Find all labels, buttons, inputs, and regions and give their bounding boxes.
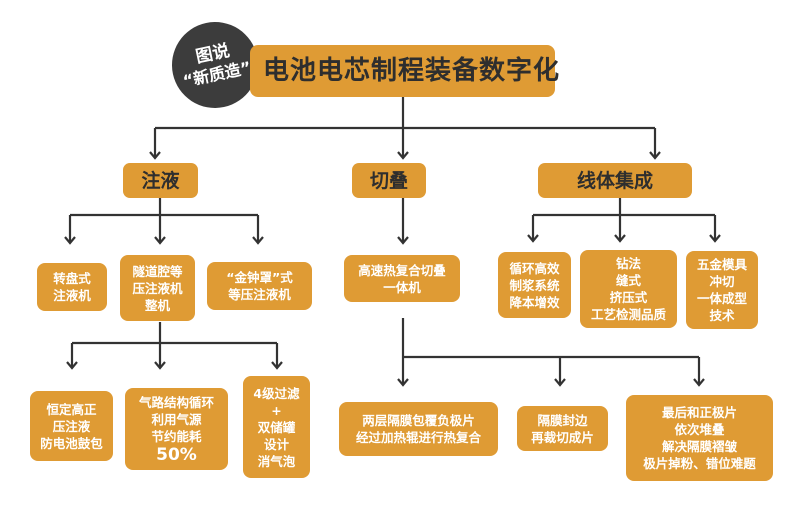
node-text-line: 隔膜封边 — [537, 412, 588, 428]
node-text-line: 技术 — [709, 308, 735, 323]
node-text-line: 五金模具 — [696, 257, 747, 272]
node-text-line: 节约能耗 — [151, 428, 202, 444]
arrowhead-icon — [649, 151, 661, 160]
arrowhead-icon — [554, 378, 566, 387]
node-text-line: 整机 — [144, 297, 170, 313]
arrowhead-icon — [149, 151, 161, 160]
category-label: 注液 — [141, 169, 180, 192]
arrowhead-icon — [693, 378, 705, 387]
node-cut-stack-machine: 高速热复合切叠一体机 — [344, 255, 460, 302]
node-text-line: 两层隔膜包覆负极片 — [362, 413, 475, 428]
node-text-line: 一体机 — [383, 279, 421, 295]
node-text-line: “金钟罩”式 — [226, 270, 293, 285]
detail-filtration: 4级过滤+双储罐设计消气泡 — [243, 376, 310, 478]
node-text-line: 缝式 — [615, 273, 641, 288]
node-text-line: 钻法 — [615, 256, 641, 271]
node-text-line: 设计 — [263, 436, 289, 452]
node-text-line: 隧道腔等 — [132, 263, 183, 279]
arrowhead-icon — [709, 234, 721, 243]
main-title-text: 电池电芯制程装备数字化 — [263, 55, 561, 86]
node-text-line: 解决隔膜褶皱 — [661, 439, 737, 454]
category-label: 线体集成 — [576, 169, 653, 192]
detail-thermal-composite: 两层隔膜包覆负极片经过加热辊进行热复合 — [339, 402, 498, 456]
node-text-line: 注液机 — [53, 288, 91, 303]
main-title: 电池电芯制程装备数字化 — [250, 45, 559, 97]
node-text-line: 高速热复合切叠 — [358, 262, 446, 278]
detail-stacking: 最后和正极片依次堆叠解决隔膜褶皱极片掉粉、错位难题 — [626, 395, 773, 481]
node-text-line: 挤压式 — [609, 290, 648, 305]
node-text-line: 压注液机 — [132, 280, 183, 296]
node-text-line: 转盘式 — [53, 271, 91, 286]
node-text-line: 压注液 — [52, 418, 91, 434]
node-text-line: 降本增效 — [509, 294, 560, 310]
node-text-line: 工艺检测品质 — [590, 307, 666, 322]
arrowhead-icon — [271, 361, 283, 370]
node-text-line: 恒定高正 — [46, 401, 97, 417]
node-text-line: 循环高效 — [509, 260, 560, 276]
arrowhead-icon — [397, 236, 409, 245]
node-text-line: 依次堆叠 — [674, 422, 725, 437]
node-slurry-system: 循环高效制浆系统降本增效 — [498, 252, 571, 318]
node-text-line: 冲切 — [709, 274, 735, 289]
node-turntable-injector: 转盘式注液机 — [37, 263, 107, 311]
node-bell-injector: “金钟罩”式等压注液机 — [207, 262, 312, 310]
node-tunnel-injector: 隧道腔等压注液机整机 — [120, 255, 195, 321]
detail-edge-seal: 隔膜封边再裁切成片 — [517, 406, 608, 451]
highlight-value: 50% — [156, 444, 197, 465]
category-injection: 注液 — [123, 163, 198, 198]
node-text-line: 双储罐 — [257, 419, 296, 435]
node-text-line: 再裁切成片 — [531, 429, 594, 445]
node-text-line: 极片掉粉、错位难题 — [643, 456, 756, 471]
node-text-line: 气路结构循环 — [138, 394, 214, 410]
arrowhead-icon — [252, 236, 264, 245]
node-text-line: 制浆系统 — [509, 277, 560, 293]
category-label: 切叠 — [369, 169, 408, 192]
arrowhead-icon — [64, 236, 76, 245]
arrowhead-icon — [397, 151, 409, 160]
node-text-line: 消气泡 — [257, 453, 296, 469]
node-text-line: 4级过滤 — [253, 385, 300, 401]
node-text-line: 利用气源 — [151, 411, 202, 427]
arrowhead-icon — [154, 361, 166, 370]
arrowhead-icon — [66, 361, 78, 370]
node-text-line: + — [271, 402, 282, 418]
arrowhead-icon — [397, 378, 409, 387]
arrowhead-icon — [154, 236, 166, 245]
category-stacking: 切叠 — [352, 163, 426, 198]
node-text-line: 防电池鼓包 — [40, 435, 103, 451]
node-text-line: 最后和正极片 — [661, 405, 737, 420]
arrowhead-icon — [527, 234, 539, 243]
node-text-line: 经过加热辊进行热复合 — [355, 430, 481, 445]
node-text-line: 等压注液机 — [228, 287, 291, 302]
detail-constant-pressure: 恒定高正压注液防电池鼓包 — [30, 391, 113, 461]
node-die-cutting: 五金模具冲切一体成型技术 — [686, 251, 758, 329]
arrowhead-icon — [614, 234, 626, 243]
category-line-integration: 线体集成 — [538, 163, 692, 198]
node-text-line: 一体成型 — [696, 291, 747, 306]
node-coating-inspection: 钻法缝式挤压式工艺检测品质 — [580, 250, 677, 328]
